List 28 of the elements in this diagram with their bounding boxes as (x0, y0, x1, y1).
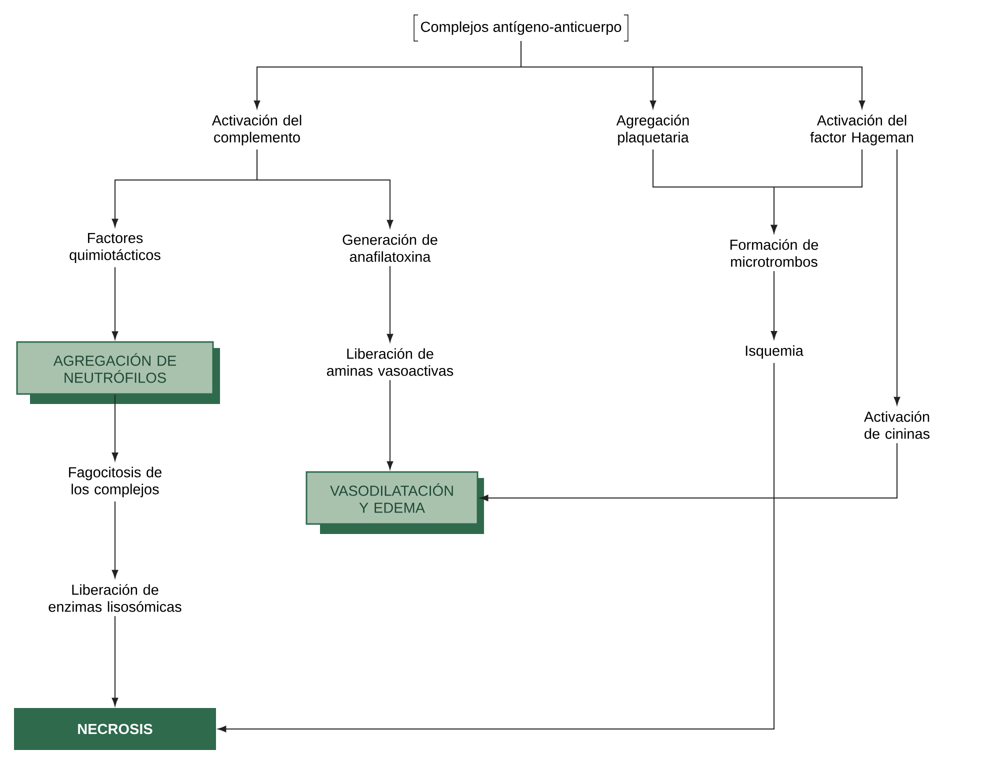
arrow (112, 500, 118, 578)
step-text: Agregación plaquetaria (616, 114, 689, 146)
step-text: Generación de anafilatoxina (342, 234, 438, 262)
outcome-box: AGREGACIÓN DE NEUTRÓFILOS (16, 341, 220, 404)
step-text: Activación del complemento (212, 114, 302, 146)
bracketed-heading: Complejos antígeno-anticuerpo (414, 14, 628, 42)
arrow (770, 149, 862, 234)
step-text: Liberación de aminas vasoactivas (326, 348, 454, 376)
arrow (112, 616, 118, 706)
arrow (894, 149, 900, 406)
arrow (112, 394, 118, 461)
step-text: Formación de microtrombos (730, 239, 818, 267)
arrow (256, 149, 394, 228)
arrow (386, 266, 394, 342)
outcome-box: NECROSIS (14, 708, 216, 750)
step-text: Fagocitosis de los complejos (69, 466, 162, 498)
step-text: Liberación de enzimas lisosómicas (48, 584, 182, 612)
arrow (218, 362, 774, 732)
arrow (112, 266, 118, 340)
arrow (770, 270, 778, 340)
arrow (386, 380, 394, 470)
outcome-box: VASODILATACIÓN Y EDEMA (306, 471, 484, 534)
arrow (520, 40, 866, 109)
step-text: Activación del factor Hageman (810, 114, 914, 146)
arrow (480, 442, 898, 502)
step-text: Activación de cininas (864, 411, 930, 439)
step-text: Isquemia (746, 345, 804, 359)
step-text: Factores quimiotácticos (70, 233, 160, 263)
